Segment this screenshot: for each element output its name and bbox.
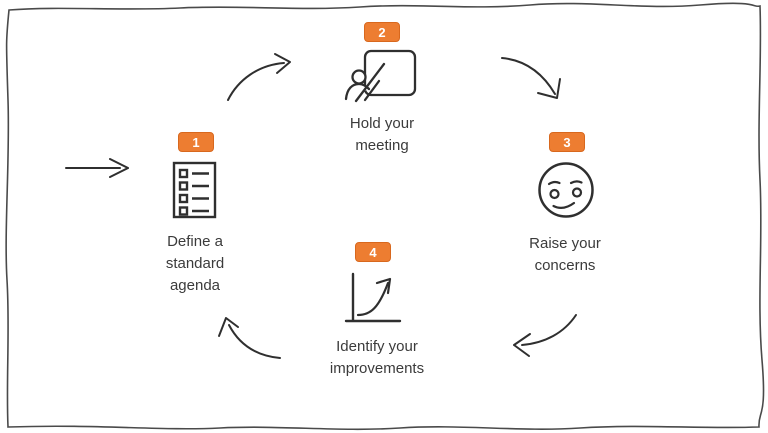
concerned-face-icon [537,161,595,219]
arrow-step4-to-step1 [206,308,286,366]
arrow-step1-to-step2 [220,46,300,106]
step-label: Raise your concerns [529,235,601,274]
step-label: Define a standard agenda [165,233,225,294]
step-label: Identify your improvements [329,338,425,377]
growth-chart-icon [343,270,403,328]
step-number-badge: 2 [364,22,400,42]
step-label: Hold your meeting [349,115,415,154]
step-number-badge: 1 [178,132,214,152]
entry-arrow [62,155,137,181]
step-number-badge: 4 [355,242,391,262]
checklist-icon [172,161,217,219]
arrow-step2-to-step3 [496,50,576,108]
arrow-step3-to-step4 [500,309,584,363]
step-number-badge: 3 [549,132,585,152]
presentation-board-icon [344,47,418,105]
